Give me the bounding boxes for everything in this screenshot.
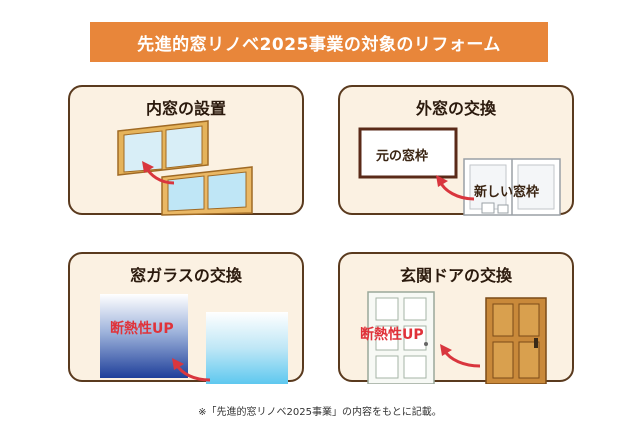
insulation-up-badge: 断熱性UP [360, 327, 424, 343]
card-entrance-door: 玄関ドアの交換 断熱性UP [338, 252, 574, 384]
curved-arrow-icon [442, 349, 481, 368]
arrow-head-icon [440, 344, 452, 356]
card-outer-window: 外窓の交換 元の窓枠 新しい窓枠 [338, 85, 574, 216]
old-frame-icon [358, 127, 458, 179]
new-window-icon [463, 158, 561, 216]
card-title: 玄関ドアの交換 [399, 266, 512, 285]
old-door-icon [367, 291, 435, 384]
arrow-head-icon [142, 161, 154, 173]
inner-window-illustration [117, 120, 253, 216]
glass-exchange-illustration [100, 294, 288, 384]
outer-window-illustration [358, 127, 561, 216]
card-title: 窓ガラスの交換 [130, 266, 242, 285]
card-title: 外窓の交換 [415, 99, 496, 118]
new-glass-pane-icon [206, 312, 288, 384]
entrance-door-illustration [367, 291, 547, 384]
inner-window-frame-icon [161, 166, 253, 216]
card-title: 内窓の設置 [145, 99, 226, 118]
card-inner-window: 内窓の設置 [68, 85, 304, 216]
arrow-head-icon [436, 175, 448, 187]
title-banner: 先進的窓リノベ2025事業の対象のリフォーム [90, 22, 548, 62]
insulation-up-badge: 断熱性UP [110, 321, 174, 337]
outer-window-frame-icon [117, 120, 209, 176]
new-door-icon [485, 297, 547, 384]
footnote: ※「先進的窓リノベ2025事業」の内容をもとに記載。 [198, 407, 442, 418]
old-frame-label: 元の窓枠 [376, 149, 429, 164]
arrow-head-icon [172, 358, 184, 370]
banner-title: 先進的窓リノベ2025事業の対象のリフォーム [137, 34, 501, 55]
card-glass-exchange: 窓ガラスの交換 断熱性UP [68, 252, 304, 384]
new-frame-label: 新しい窓枠 [474, 185, 540, 200]
